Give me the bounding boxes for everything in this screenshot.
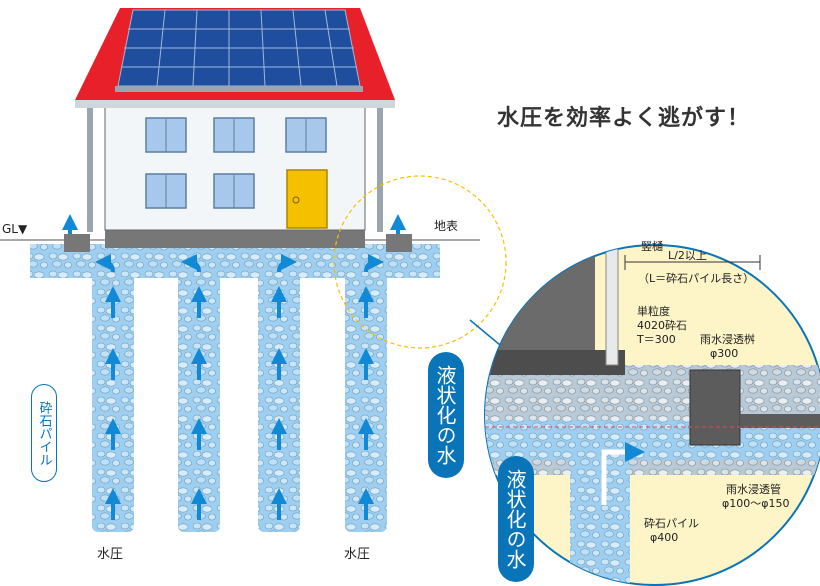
basin-label-2: φ300 [710, 347, 738, 360]
gravel-spec-3: T＝300 [636, 333, 676, 346]
ground-surface-label: 地表 [434, 219, 458, 233]
pile-label-2: φ400 [650, 531, 678, 544]
pipe-label-1: 雨水浸透管 [726, 482, 781, 496]
liquefied-water-pill-2: 液状化の水 [498, 456, 534, 582]
gravel-pile-label: 砕石パイル [31, 384, 57, 482]
liquefied-water-pill-1: 液状化の水 [428, 352, 464, 478]
gravel-piles [92, 262, 387, 532]
detail-view [484, 244, 820, 586]
downpipes [87, 108, 383, 232]
water-pressure-label-2: 水圧 [344, 547, 370, 562]
door [286, 169, 328, 229]
basin-label-1: 雨水浸透桝 [700, 332, 755, 346]
gravel-pile-1 [92, 262, 134, 532]
foundation [105, 228, 365, 248]
gl-label: GL▼ [2, 222, 28, 236]
right-basin [386, 234, 412, 252]
solar-panel [115, 9, 363, 92]
gravel-spec-1: 単粒度 [637, 304, 670, 318]
headline: 水圧を効率よく逃がす！ [497, 106, 751, 131]
eaves [75, 100, 395, 108]
water-pressure-label-1: 水圧 [97, 547, 123, 562]
gravel-pile-3 [258, 262, 300, 532]
zoom-highlight [333, 175, 507, 349]
pile-label-1: 砕石パイル [644, 516, 699, 530]
callout-line [469, 319, 501, 346]
gravel-pile-2 [178, 262, 220, 532]
downpipe-label: 竪樋 [641, 239, 663, 253]
left-basin [64, 234, 90, 252]
distance-label-1: L/2以上 [668, 249, 707, 262]
pressure-arrows [62, 214, 406, 520]
gravel-pile-4 [345, 262, 387, 532]
pipe-label-2: φ100～φ150 [722, 497, 790, 510]
gravel-spec-2: 4020砕石 [637, 318, 687, 332]
distance-label-2: （L＝砕石パイル長さ） [638, 271, 754, 285]
